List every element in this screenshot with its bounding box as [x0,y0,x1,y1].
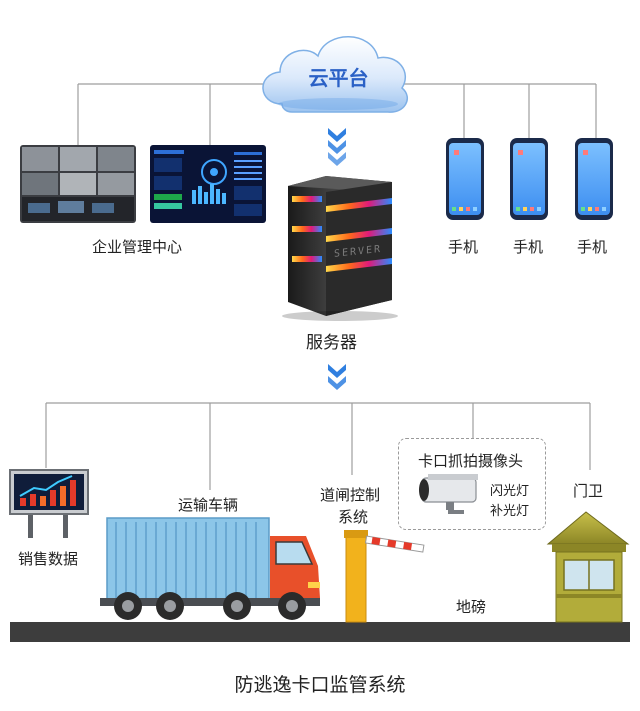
server-label: 服务器 [306,333,357,353]
phone-label-2: 手机 [513,238,544,256]
sales-data-label: 销售数据 [18,550,79,568]
guard-label: 门卫 [573,482,604,500]
camera-title-label: 卡口抓拍摄像头 [418,452,524,470]
cloud-icon [262,36,408,113]
dashboard-image [150,145,266,223]
sales-chart-board-icon [9,469,89,538]
server-icon [282,176,398,321]
camera-group-box [398,438,546,530]
guard-booth-icon [546,511,630,623]
fill-light-label: 补光灯 [490,504,530,519]
truck-icon [100,517,320,620]
ground-road [10,622,630,642]
gate-label-line2: 系统 [338,508,369,526]
phone-label-1: 手机 [448,238,479,256]
enterprise-center-label: 企业管理中心 [92,238,183,256]
phone-label-3: 手机 [577,238,608,256]
gate-label-line1: 道闸控制 [320,486,381,504]
server-faceplate-text: SERVER [334,244,382,260]
phone-icon-3 [575,138,613,220]
camera-icon [419,474,478,514]
flash-light-label: 闪光灯 [490,484,530,499]
arrow-down-icon-2 [328,364,346,390]
cloud-label: 云平台 [308,66,369,90]
barrier-gate-icon [344,530,425,623]
bottom-connectors [45,402,591,490]
diagram-title: 防逃逸卡口监管系统 [234,674,406,696]
scale-label: 地磅 [456,598,487,616]
phone-icon-2 [510,138,548,220]
top-connectors [77,83,597,146]
phone-icon-1 [446,138,484,220]
truck-label: 运输车辆 [178,496,239,514]
arrow-down-icon [328,128,346,166]
monitor-wall-image [20,145,136,223]
